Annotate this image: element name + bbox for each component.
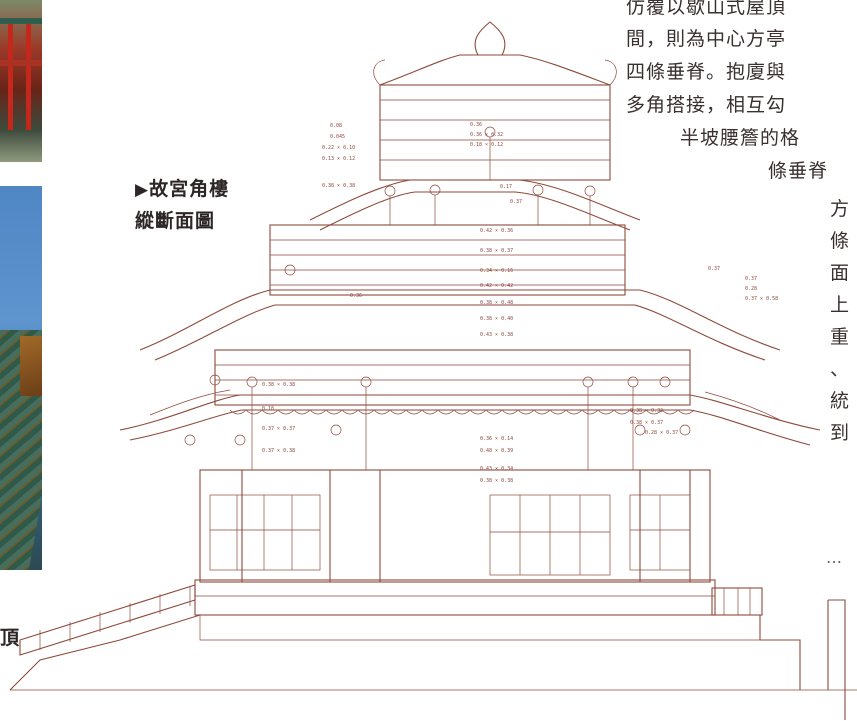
dim-label: 0.08 — [330, 123, 342, 129]
dim-label: 0.36 × 0.14 — [480, 436, 513, 442]
middle-story — [214, 349, 691, 406]
body-char: 到 — [830, 422, 850, 444]
right-balustrade — [711, 587, 763, 616]
dimension-labels-top: 0.36 0.36 × 0.32 0.18 × 0.12 0.17 0.37 0… — [470, 122, 522, 338]
corner-tower-roof-photo-fragment — [0, 186, 42, 570]
dim-label: 0.17 — [500, 184, 512, 190]
dim-label: 0.37 × 0.37 — [262, 426, 295, 432]
caption-line-1: ▶故宮角樓 — [135, 174, 295, 206]
body-char: 上 — [830, 294, 850, 316]
dim-label: 0.36 — [470, 122, 482, 128]
ground-line — [9, 614, 801, 691]
body-text-line-5: 半坡腰簷的格 — [680, 127, 801, 149]
caption-line-2: 縱斷面圖 — [135, 210, 216, 232]
ellipsis: … — [826, 548, 842, 567]
dim-label: 0.22 × 0.10 — [322, 145, 355, 151]
post-medallions — [184, 126, 691, 470]
caption-title: 故宮角樓 — [149, 178, 230, 200]
dim-label: 0.18 × 0.12 — [470, 142, 503, 148]
triangle-marker-icon: ▶ — [135, 180, 150, 200]
upper-eave — [309, 179, 641, 231]
dim-label: 0.37 — [510, 199, 522, 205]
dim-label: 0.38 × 0.38 — [480, 478, 513, 484]
dim-label: 0.38 × 0.38 — [322, 183, 355, 189]
lattice-doors — [209, 494, 691, 576]
body-text-line-2: 間，則為中心方亭 — [626, 28, 787, 50]
dim-label: 0.43 × 0.34 — [480, 466, 513, 472]
dim-label: 0.38 × 0.38 — [262, 382, 295, 388]
body-text-column: 方 條 面 上 重 、 統 到 — [830, 193, 857, 449]
left-balustrade — [19, 584, 196, 656]
dim-label: 0.28 × 0.37 — [645, 430, 678, 436]
dim-label: 0.38 × 0.48 — [480, 300, 513, 306]
columns — [241, 470, 691, 582]
dim-label: 0.34 × 0.16 — [480, 268, 513, 274]
dim-label: 0.18 — [262, 406, 274, 412]
top-gable — [373, 21, 617, 181]
dimension-labels-right: 0.37 0.37 0.28 0.37 × 0.58 0.38 × 0.32 0… — [630, 266, 778, 436]
body-char: 統 — [830, 390, 850, 412]
dim-label: 0.42 × 0.42 — [480, 283, 513, 289]
middle-eave — [139, 289, 781, 361]
body-char: 面 — [830, 262, 850, 284]
dimension-labels-middle: 0.36 × 0.14 0.48 × 0.39 0.43 × 0.34 0.38… — [480, 436, 513, 484]
dim-label: 0.28 — [745, 286, 757, 292]
dim-label: 0.38 × 0.37 — [630, 420, 663, 426]
body-text-line-4: 多角搭接，相互勾 — [626, 94, 787, 116]
body-char: 、 — [830, 358, 850, 380]
dim-label: 0.36 — [350, 293, 362, 299]
dim-label: 0.37 — [708, 266, 720, 272]
dim-label: 0.43 × 0.38 — [480, 332, 513, 338]
bracket-band — [229, 409, 695, 415]
dim-label: 0.38 × 0.37 — [480, 248, 513, 254]
body-char: 方 — [830, 198, 850, 220]
left-column-fragment-text: 頂 — [0, 627, 20, 649]
roof-finial — [474, 21, 506, 56]
dim-label: 0.38 × 0.40 — [480, 316, 513, 322]
body-char: 條 — [830, 230, 850, 252]
ground-floor-wall — [199, 469, 711, 583]
lower-eave — [119, 389, 821, 446]
base-platform — [194, 579, 716, 616]
dim-label: 0.42 × 0.36 — [480, 228, 513, 234]
upper-story — [269, 224, 626, 296]
corner-tower-photo-fragment — [0, 0, 42, 162]
dimension-labels-left: 0.08 0.045 0.22 × 0.10 0.13 × 0.12 0.38 … — [262, 123, 362, 454]
figure-caption: ▶故宮角樓 縱斷面圖 — [135, 174, 295, 237]
right-wall-cut — [827, 599, 846, 720]
dim-label: 0.045 — [330, 134, 345, 140]
body-char: 重 — [830, 326, 850, 348]
dim-label: 0.13 × 0.12 — [322, 156, 355, 162]
dim-label: 0.48 × 0.39 — [480, 448, 513, 454]
body-text-line-6: 條垂脊 — [768, 160, 829, 182]
dim-label: 0.38 × 0.32 — [630, 408, 663, 414]
dim-label: 0.37 × 0.58 — [745, 296, 778, 302]
dim-label: 0.36 × 0.32 — [470, 132, 503, 138]
dim-label: 0.37 — [745, 276, 757, 282]
body-text-line-3: 四條垂脊。抱廈與 — [626, 61, 787, 83]
body-text-line-1: 仿覆以歇山式屋頂 — [626, 0, 787, 18]
dim-label: 0.37 × 0.38 — [262, 448, 295, 454]
